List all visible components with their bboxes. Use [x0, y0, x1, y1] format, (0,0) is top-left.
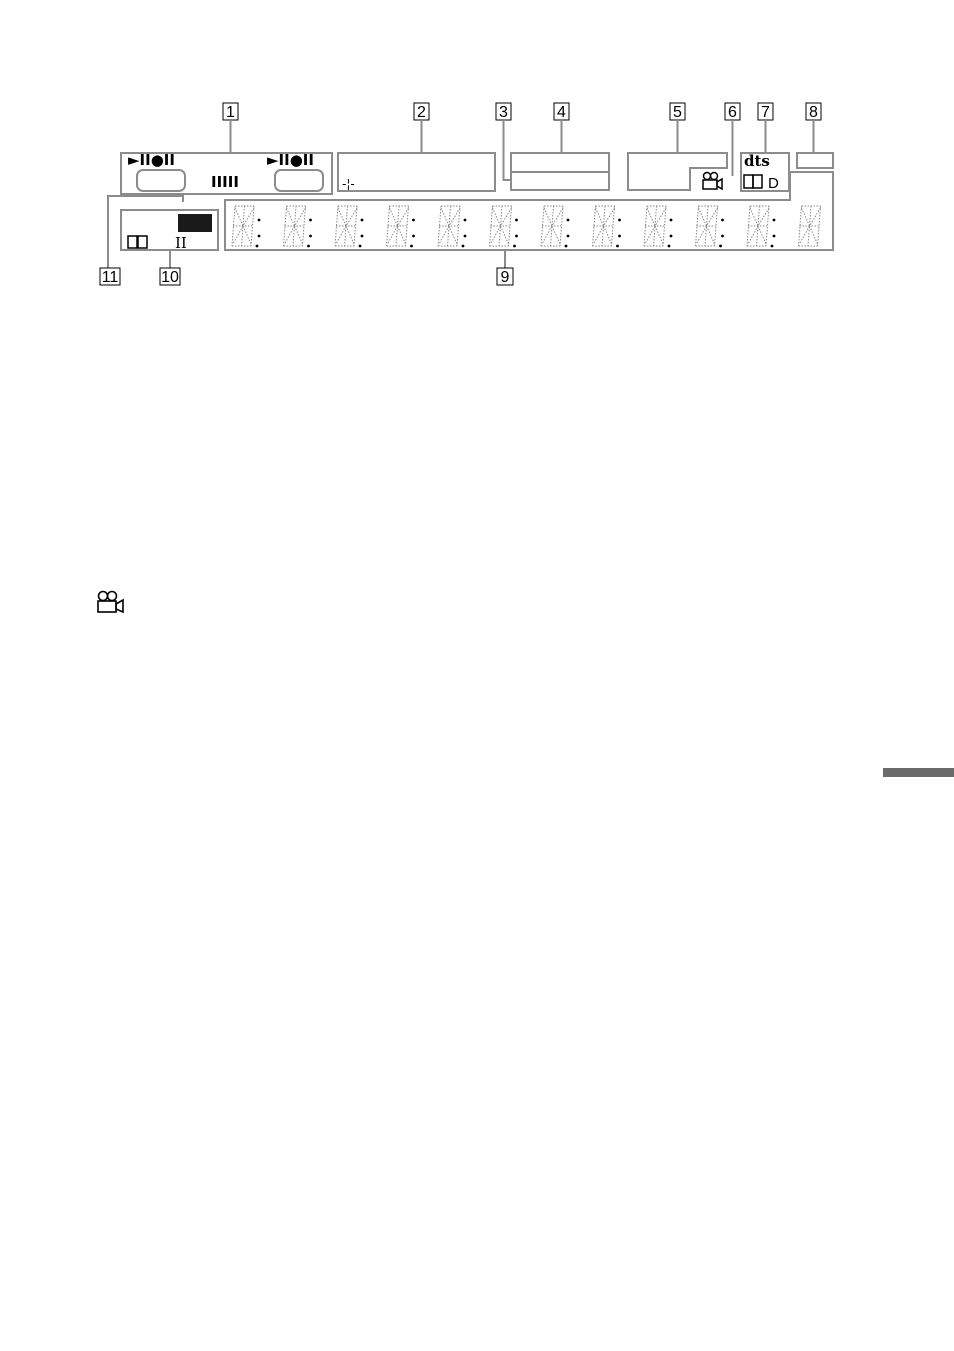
callout-10: 10: [160, 250, 180, 286]
callout-2-label: 2: [417, 104, 426, 121]
tape-deck-a-icon: [137, 170, 185, 191]
segment-character: [387, 206, 415, 247]
segment-characters: [232, 206, 821, 247]
callout-8: 8: [806, 103, 821, 153]
callout-8-label: 8: [809, 104, 818, 121]
segment-character: [490, 206, 518, 247]
dolby-digital-icon: D: [744, 175, 779, 192]
tuner-panel: [338, 153, 495, 191]
indicator-4-panel: [511, 153, 609, 172]
svg-text:►II●II: ►II●II: [128, 151, 175, 169]
callout-5: 5: [670, 103, 685, 153]
mode-indicator-block: [178, 214, 212, 232]
segment-character: [747, 206, 775, 247]
segment-character: [644, 206, 672, 247]
dts-logo-icon: dts: [744, 152, 770, 170]
segment-character: [232, 206, 260, 247]
segment-character: [593, 206, 621, 247]
callout-10-label: 10: [161, 269, 179, 286]
callout-6-label: 6: [728, 104, 737, 121]
callout-4-label: 4: [557, 104, 566, 121]
segment-character: [335, 206, 363, 247]
segment-character: [284, 206, 312, 247]
segment-character: [541, 206, 569, 247]
callout-1-label: 1: [226, 104, 235, 121]
callout-4: 4: [554, 103, 569, 153]
callout-3-label: 3: [499, 104, 508, 121]
dolby-icon: [128, 236, 147, 248]
pro-logic-ii-icon: II: [175, 234, 187, 252]
tape-deck-a-status-icon: ►II●II: [128, 151, 175, 169]
callout-7: 7: [758, 103, 773, 153]
segment-character: [696, 206, 724, 247]
stereo-indicator-icon: -¦-: [342, 177, 355, 191]
callout-2: 2: [414, 103, 429, 153]
callout-11-label: 11: [102, 269, 119, 286]
callout-5-label: 5: [673, 104, 682, 121]
tape-deck-b-icon: [275, 170, 323, 191]
callout-7-label: 7: [761, 104, 770, 121]
camera-icon: [97, 590, 127, 614]
tape-deck-b-status-icon: ►II●II: [267, 151, 314, 169]
callout-1: 1: [223, 103, 238, 153]
indicator-3-panel: [511, 172, 609, 190]
section-tab-marker: [883, 768, 954, 777]
display-diagram: 1 2 3 4 5 6 7 8: [0, 0, 954, 620]
camera-icon: [703, 173, 722, 190]
callout-3: 3: [496, 103, 512, 180]
level-meter-icon: IIIII: [211, 173, 239, 191]
segment-character: [799, 206, 821, 246]
indicator-8-panel: [797, 153, 833, 168]
callout-9-label: 9: [501, 269, 510, 286]
indicator-5-panel: [628, 153, 727, 190]
svg-text:D: D: [768, 175, 779, 192]
callout-9: 9: [497, 250, 513, 286]
svg-text:►II●II: ►II●II: [267, 151, 314, 169]
segment-character: [438, 206, 466, 247]
